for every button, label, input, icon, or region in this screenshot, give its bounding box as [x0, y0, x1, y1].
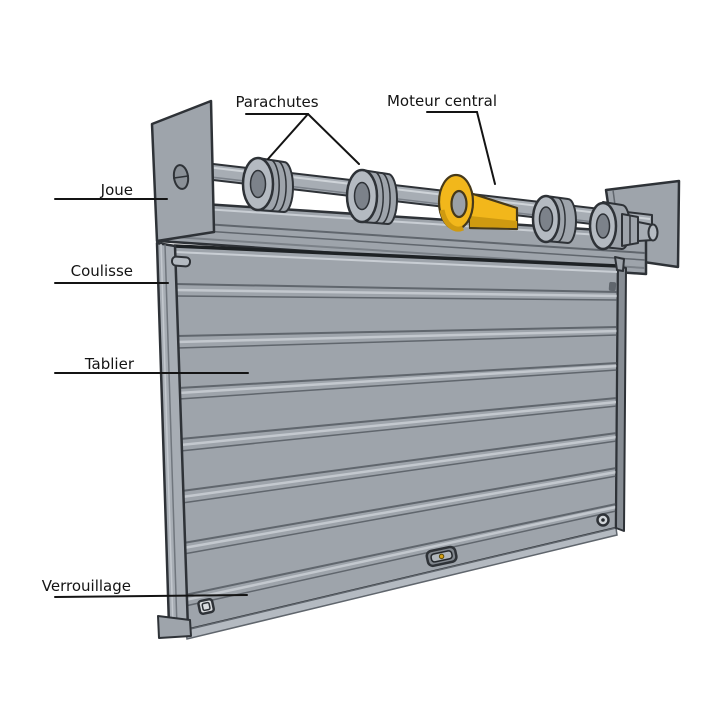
- bottom-lock-right: [596, 513, 610, 527]
- parachute-collar-2: [345, 168, 398, 225]
- curtain-tablier: [172, 244, 620, 640]
- leader-moteur-central: [426, 111, 496, 185]
- axle-collar-right: [531, 194, 577, 244]
- leader-parachutes-left: [267, 113, 309, 160]
- leader-lines: [54, 111, 496, 598]
- label-parachutes: Parachutes: [235, 93, 318, 111]
- parachute-collar-1: [241, 156, 294, 213]
- bottom-lock-left: [197, 597, 215, 615]
- right-guide-rail: [608, 256, 627, 532]
- label-coulisse: Coulisse: [71, 262, 133, 280]
- label-moteur-central: Moteur central: [387, 92, 497, 110]
- central-motor: [437, 173, 519, 232]
- axle-end-coupling: [588, 201, 659, 251]
- left-guide-rail-coulisse: [155, 241, 192, 639]
- left-end-plate-joue: [150, 99, 216, 243]
- leader-verrouillage: [54, 594, 248, 598]
- leader-parachutes-right: [307, 113, 360, 165]
- label-joue: Joue: [100, 181, 133, 199]
- label-tablier: Tablier: [84, 355, 135, 373]
- rail-stopper-clip: [170, 255, 192, 268]
- bottom-lock-center: [425, 545, 458, 568]
- rail-foot: [157, 615, 192, 639]
- label-verrouillage: Verrouillage: [42, 577, 131, 595]
